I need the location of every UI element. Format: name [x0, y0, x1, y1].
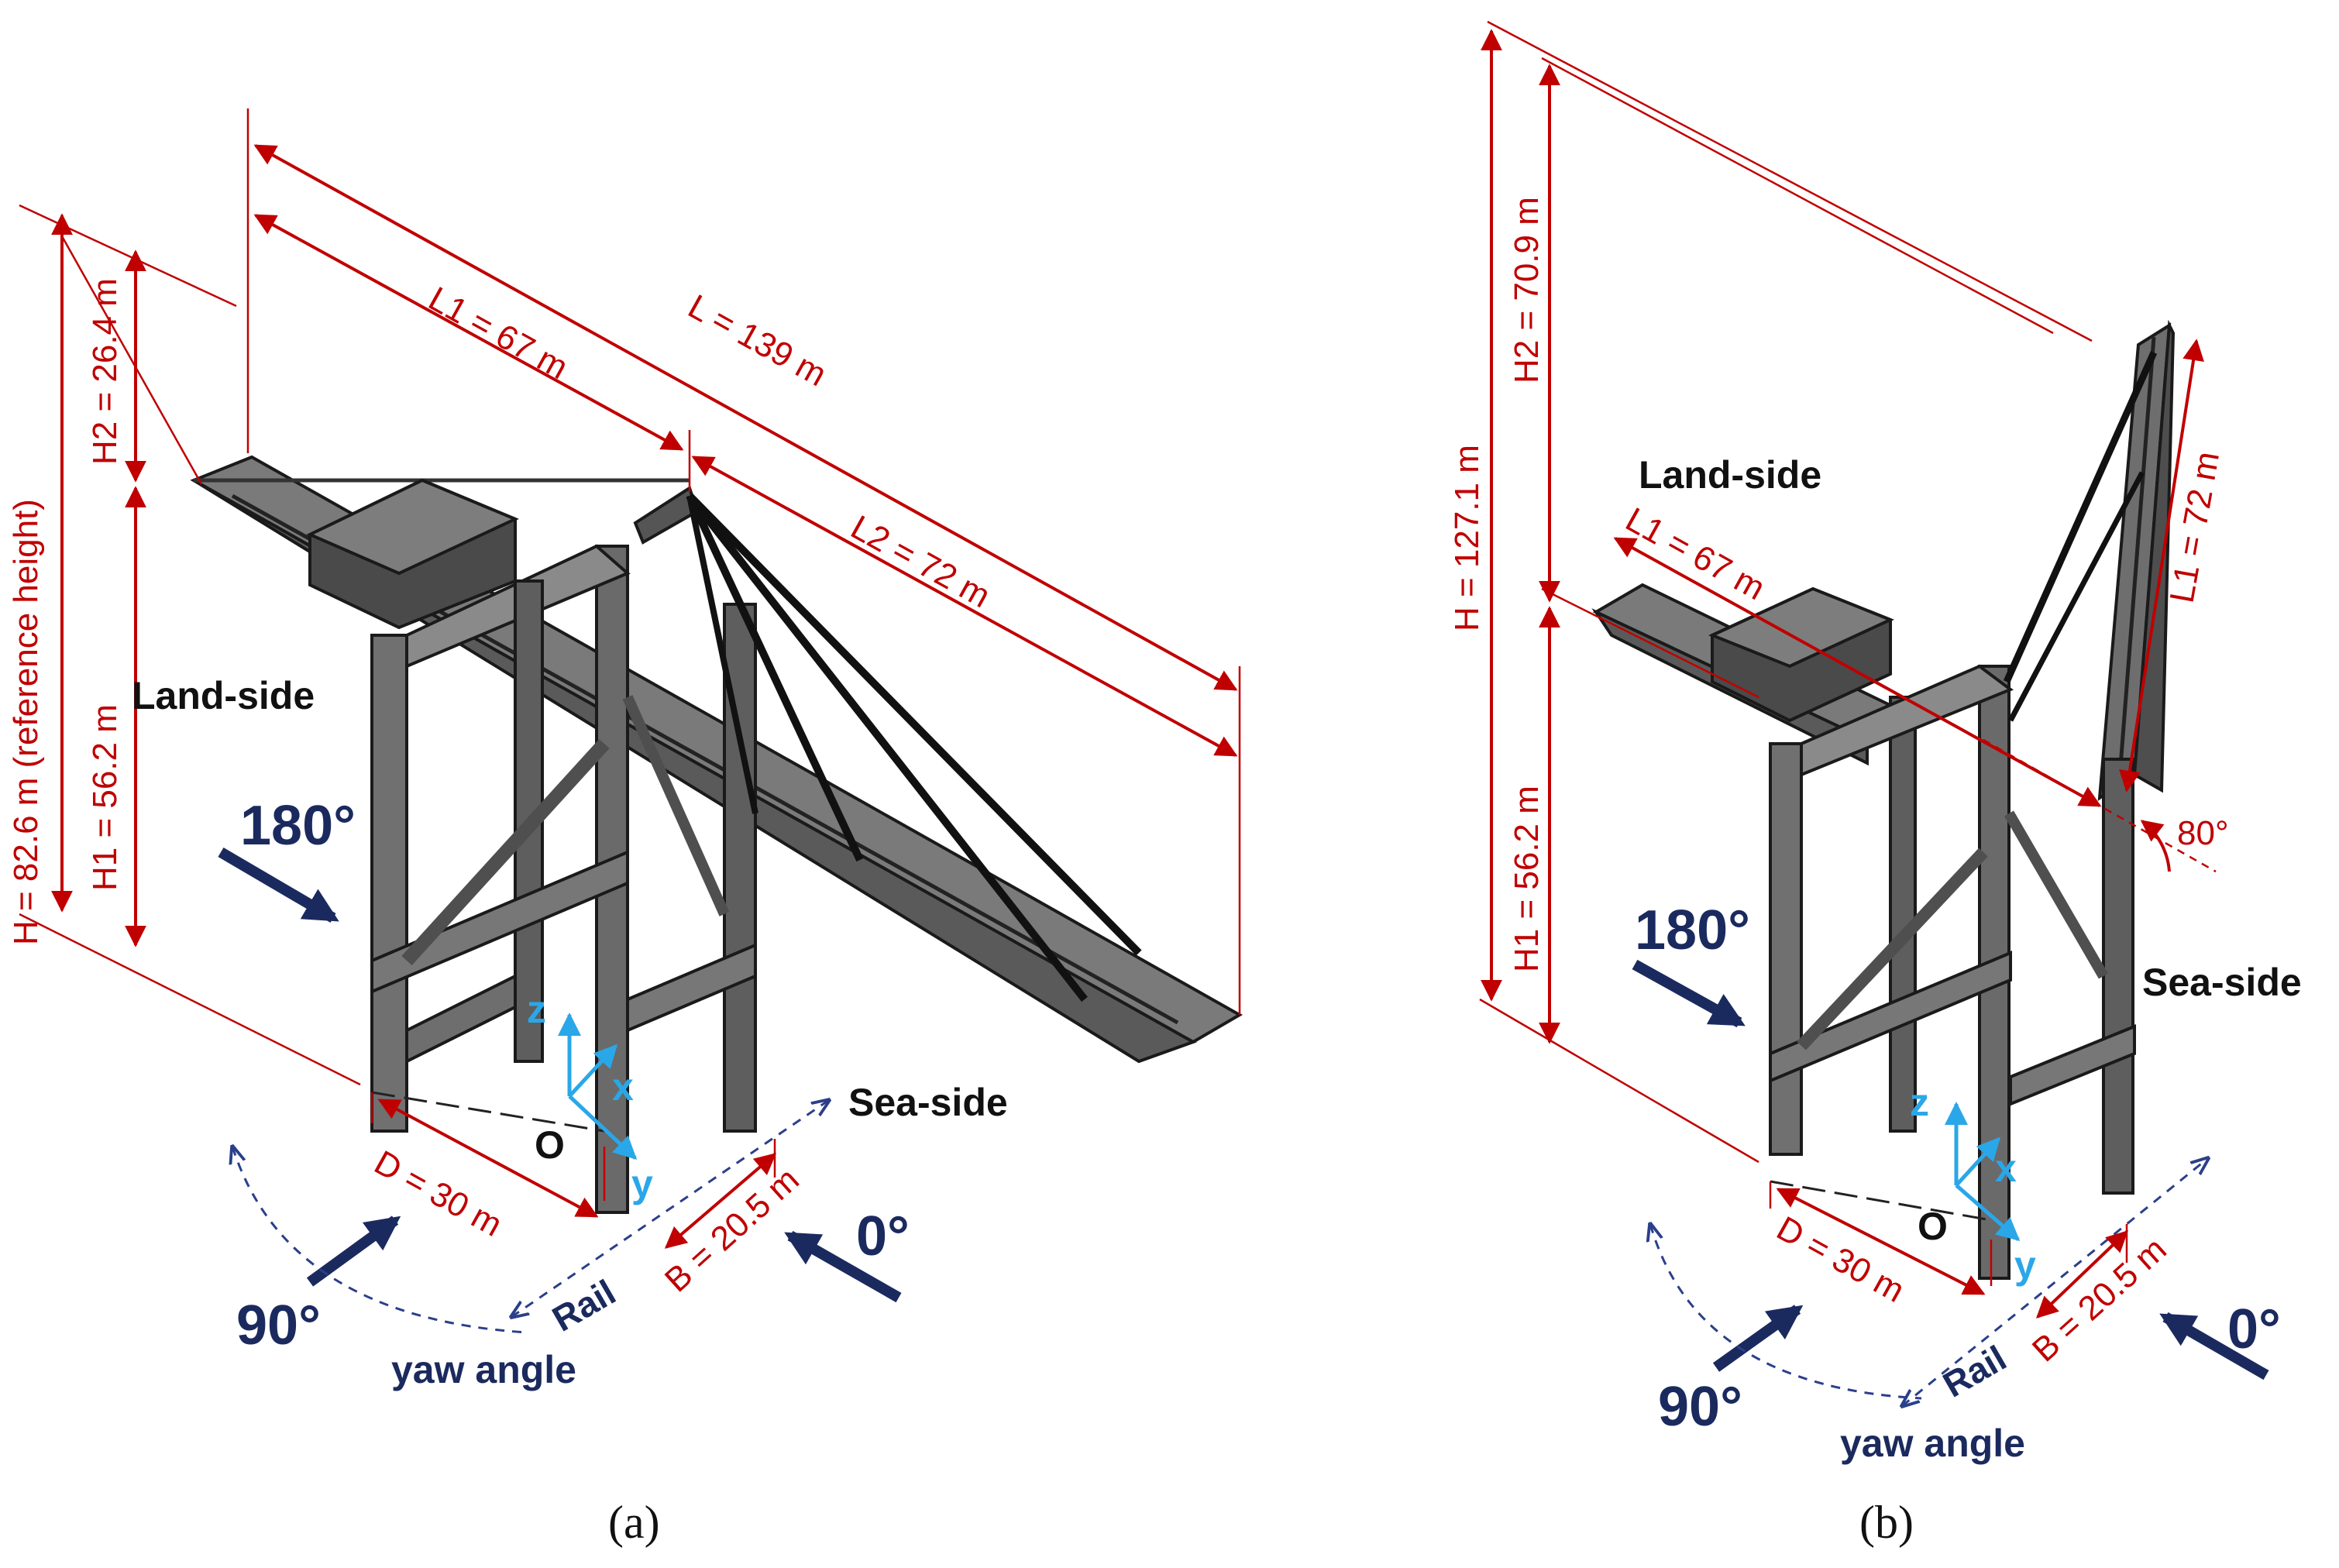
yaw-angle-label: yaw angle — [391, 1348, 576, 1391]
wind-arrow-90 — [306, 1216, 401, 1287]
dim-H1-label: H1 = 56.2 m — [86, 704, 124, 891]
wind-arrow-180 — [218, 847, 339, 923]
dim-H-label: H = 82.6 m (reference height) — [7, 499, 45, 945]
coordinate-axes-b: z x y O — [1910, 1081, 2036, 1287]
axis-z-label: z — [527, 988, 546, 1031]
dim-B-arrow — [664, 1153, 777, 1249]
dim-H-label-b: H = 127.1 m — [1448, 445, 1486, 631]
dim-L1-label: L1 = 67 m — [422, 280, 574, 387]
dim-H1-label-b: H1 = 56.2 m — [1508, 786, 1546, 972]
dim-B-label: B = 20.5 m — [658, 1161, 807, 1300]
panel-b: H = 127.1 m H2 = 70.9 m H1 = 56.2 m L1 =… — [1448, 20, 2302, 1548]
dimension-arrows-b — [1481, 29, 2204, 1319]
angle-0-label: 0° — [856, 1205, 910, 1267]
extension-lines-a — [19, 108, 1241, 1201]
land-side-label: Land-side — [132, 674, 315, 717]
dim-D-arrow-b — [1776, 1188, 1986, 1295]
caption-b: (b) — [1859, 1497, 1914, 1548]
wind-arrow-90-b — [1712, 1305, 1804, 1372]
caption-a: (a) — [608, 1497, 660, 1548]
angle-90-label-b: 90° — [1658, 1376, 1742, 1438]
wind-arrow-0 — [784, 1230, 902, 1303]
boom-angle-arc — [2140, 820, 2171, 872]
dim-H2-label: H2 = 26.4 m — [86, 278, 124, 465]
sea-side-label-b: Sea-side — [2142, 961, 2302, 1004]
axis-x-label: x — [612, 1065, 634, 1109]
yaw-angle-label-b: yaw angle — [1840, 1422, 2025, 1465]
wind-arrow-180-b — [1632, 959, 1746, 1028]
origin-label: O — [535, 1123, 565, 1167]
rail-label-b: Rail — [1936, 1337, 2013, 1405]
axis-y-label-b: y — [2014, 1243, 2036, 1287]
dim-B-label-b: B = 20.5 m — [2025, 1230, 2174, 1370]
wind-arrows-b — [1632, 959, 2269, 1381]
land-side-label-b: Land-side — [1639, 453, 1821, 497]
angle-90-label: 90° — [236, 1295, 321, 1357]
rail-axis-b — [1902, 1158, 2208, 1406]
wind-arrows-a — [218, 847, 902, 1303]
dim-H2-label-b: H2 = 70.9 m — [1508, 197, 1546, 383]
dim-D-label-b: D = 30 m — [1770, 1209, 1911, 1310]
sea-side-label: Sea-side — [848, 1081, 1008, 1124]
dim-B-arrow-b — [2035, 1230, 2129, 1319]
dim-L1-up-arrow — [2119, 339, 2204, 793]
dim-L1-boom-arrow — [1613, 537, 2102, 807]
wind-arrow-0-b — [2159, 1312, 2269, 1381]
dim-L1-arrow — [253, 214, 684, 451]
panel-a: H = 82.6 m (reference height) H2 = 26.4 … — [7, 108, 1243, 1548]
axis-y-label: y — [631, 1162, 653, 1205]
rail-label: Rail — [545, 1271, 622, 1339]
coordinate-axes-a: z x y O — [527, 988, 653, 1205]
origin-label-b: O — [1918, 1205, 1948, 1248]
dim-D-arrow — [377, 1099, 599, 1218]
dim-L2-arrow — [691, 456, 1238, 757]
dim-L1-up-label: L1 = 72 m — [2163, 449, 2227, 605]
dim-L2-label: L2 = 72 m — [844, 508, 996, 615]
dim-L-label: L = 139 m — [682, 287, 833, 394]
angle-180-label: 180° — [240, 795, 356, 857]
yaw-arc-b — [1650, 1224, 1922, 1400]
yaw-arc-a — [232, 1147, 528, 1334]
axis-x-label-b: x — [1995, 1147, 2017, 1190]
angle-180-label-b: 180° — [1635, 899, 1750, 961]
axis-z-label-b: z — [1910, 1081, 1929, 1124]
boom-angle-label: 80° — [2177, 814, 2229, 852]
dimension-arrows-a — [51, 144, 1238, 1249]
angle-0-label-b: 0° — [2227, 1298, 2281, 1360]
